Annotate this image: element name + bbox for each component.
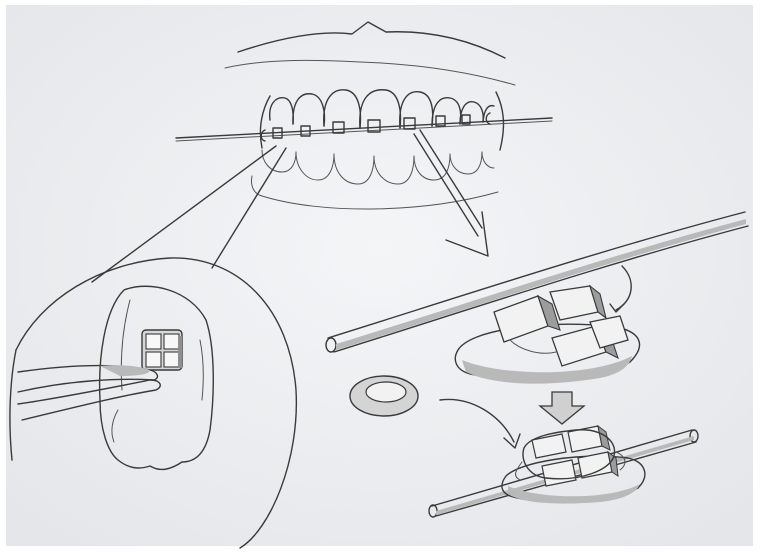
- sketch-canvas: [0, 0, 760, 554]
- braces-sketch: [0, 0, 760, 554]
